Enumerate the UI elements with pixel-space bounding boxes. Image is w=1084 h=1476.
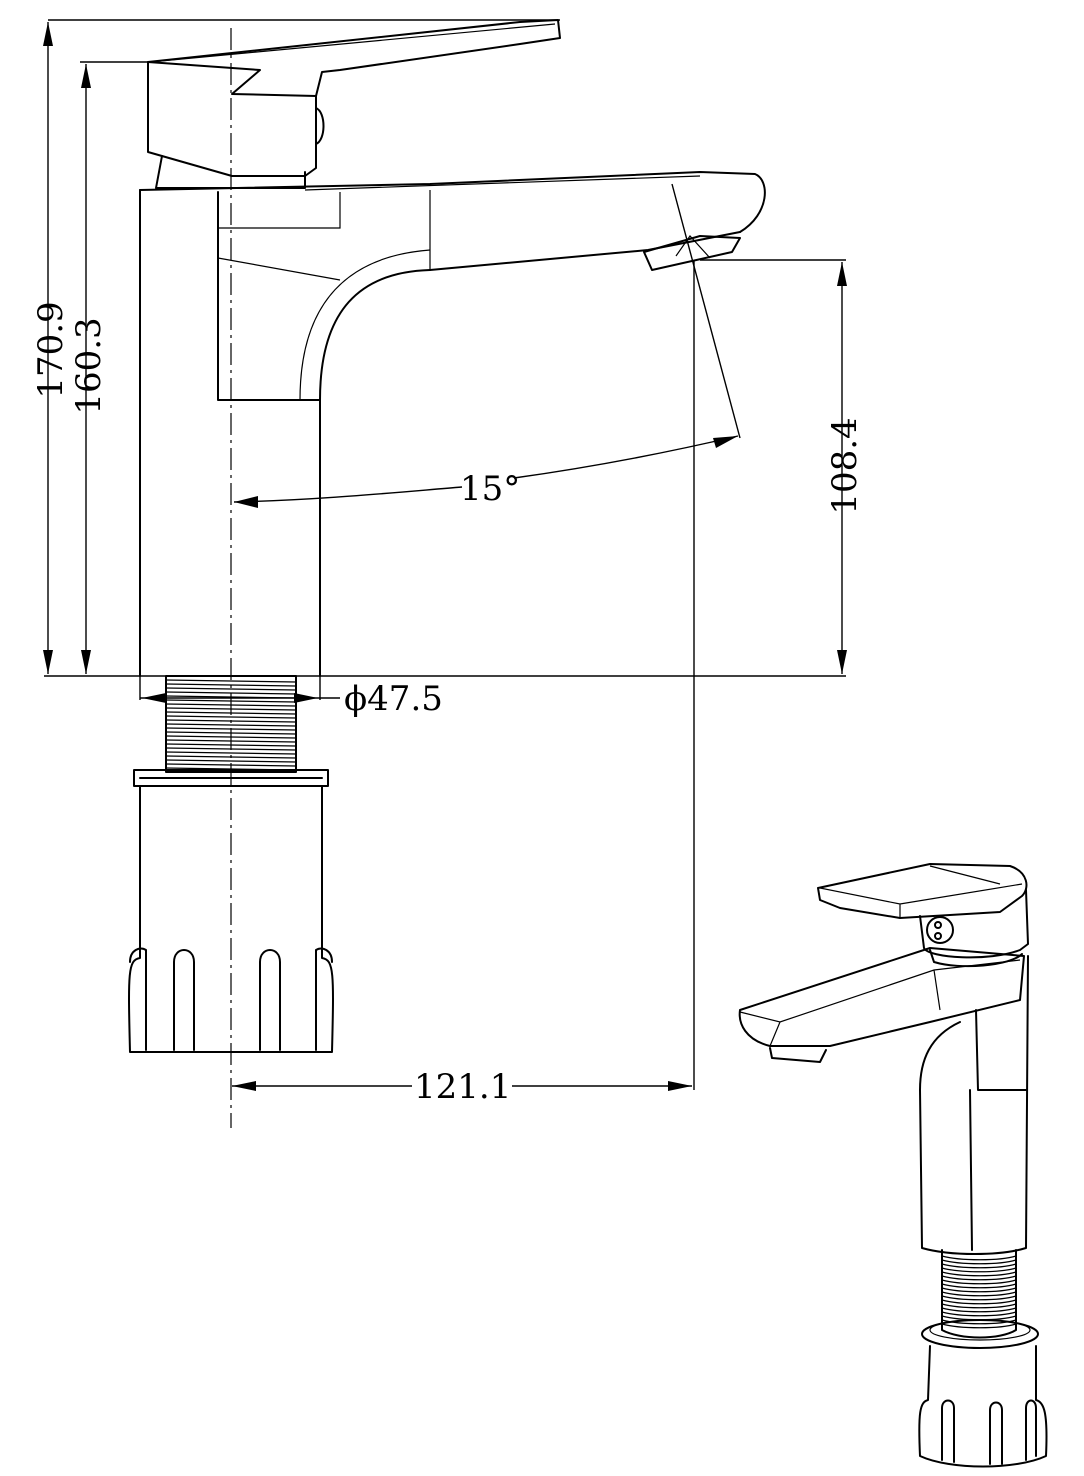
3d-aerator bbox=[769, 1047, 827, 1063]
lock-nut-flange bbox=[133, 769, 329, 787]
dimension-lines: 170.9 160.3 108.4 15° ϕ47.5 121.1 bbox=[31, 19, 865, 1107]
3d-handle-pin bbox=[926, 916, 954, 944]
dim-body-height-arrow-top bbox=[81, 64, 91, 88]
dim-diameter-arrow-right bbox=[294, 693, 318, 703]
threaded-stem bbox=[165, 675, 297, 773]
body-side-plate bbox=[217, 191, 321, 401]
dim-reach-arrow-right bbox=[668, 1081, 692, 1091]
dim-spout-height-arrow-top bbox=[837, 262, 847, 286]
dim-reach-arrow-left bbox=[232, 1081, 256, 1091]
dim-diameter-label: ϕ47.5 bbox=[344, 679, 443, 719]
dim-spout-height-label: 108.4 bbox=[825, 417, 865, 514]
dim-diameter-arrow-left bbox=[142, 693, 166, 703]
dim-body-height-arrow-bottom bbox=[81, 650, 91, 674]
handle-lever-top-edge bbox=[149, 23, 556, 63]
3d-mounting-nut bbox=[918, 1345, 1048, 1468]
dim-angle-arrow-right bbox=[713, 436, 738, 448]
aerator bbox=[643, 235, 741, 271]
faucet-3d-view bbox=[738, 863, 1048, 1468]
dim-total-height-label: 170.9 bbox=[31, 301, 71, 398]
spout-top-line bbox=[304, 175, 701, 191]
dim-total-height-arrow-top bbox=[43, 22, 53, 46]
mounting-nut bbox=[128, 785, 334, 1053]
3d-handle-lever bbox=[817, 863, 1028, 919]
body-elbow-inner bbox=[299, 249, 431, 401]
thread-lines bbox=[165, 679, 297, 771]
dim-angle-arrow-left bbox=[234, 496, 258, 508]
3d-body-column bbox=[919, 955, 1029, 1255]
dim-spout-height-arrow-bottom bbox=[837, 650, 847, 674]
angle-reference-line bbox=[671, 183, 741, 439]
body-side-plate-top bbox=[217, 190, 431, 281]
mounting-nut-grooves bbox=[129, 947, 333, 1051]
body-elbow bbox=[319, 269, 431, 401]
dim-angle-label: 15° bbox=[460, 469, 520, 509]
dim-total-height-arrow-bottom bbox=[43, 650, 53, 674]
dim-body-height-label: 160.3 bbox=[69, 317, 109, 414]
aerator-line bbox=[675, 235, 711, 259]
3d-spout bbox=[738, 947, 1025, 1047]
faucet-side-elevation bbox=[128, 19, 766, 1128]
handle-block bbox=[147, 61, 317, 177]
3d-threaded-stem bbox=[941, 1249, 1017, 1339]
dim-angle-arc bbox=[233, 435, 739, 503]
handle-lever bbox=[147, 19, 561, 97]
3d-thread-lines bbox=[941, 1255, 1017, 1329]
dim-reach-label: 121.1 bbox=[414, 1067, 511, 1107]
handle-cap-pin bbox=[315, 107, 325, 145]
spout-top bbox=[139, 171, 766, 233]
